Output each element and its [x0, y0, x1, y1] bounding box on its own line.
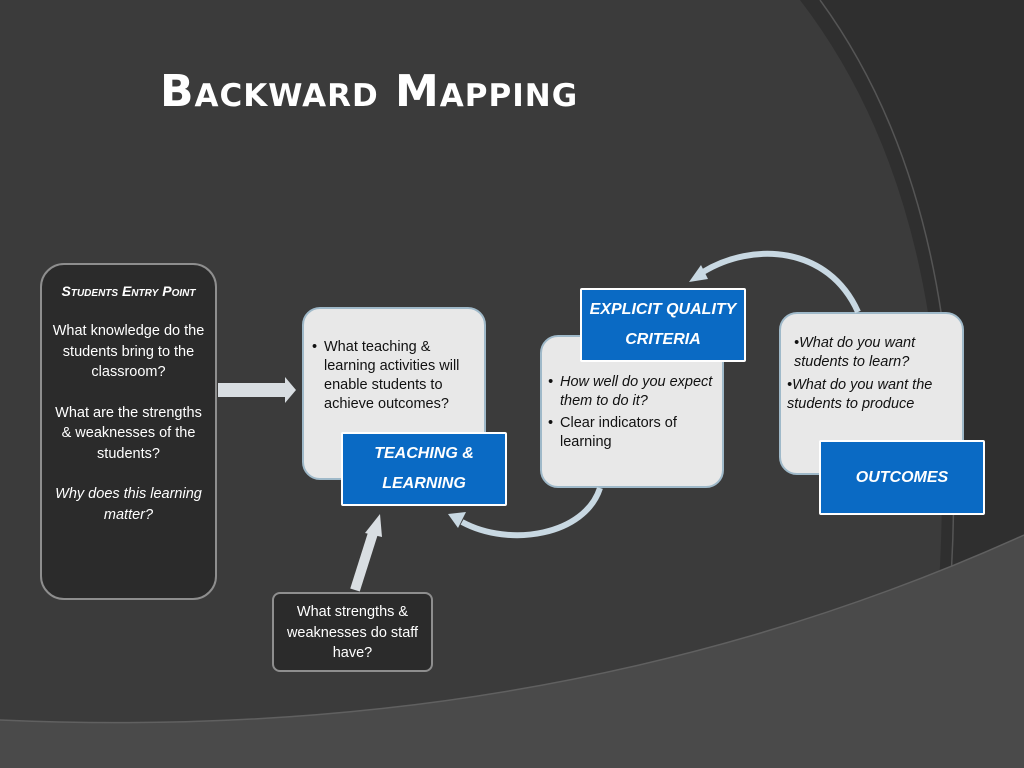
staff-question: What strengths & weaknesses do staff hav…	[286, 604, 419, 661]
outcomes-label: OUTCOMES	[819, 440, 985, 515]
quality-label-text: EXPLICIT QUALITY CRITERIA	[589, 301, 737, 348]
teaching-bullets: What teaching & learning activities will…	[312, 338, 474, 414]
quality-bullet-how-well: How well do you expect them to do it?	[548, 373, 714, 411]
staff-strengths-box: What strengths & weaknesses do staff hav…	[272, 592, 433, 672]
explicit-quality-criteria-label: EXPLICIT QUALITY CRITERIA	[580, 288, 746, 362]
entry-question-why: Why does this learning matter?	[55, 486, 202, 523]
entry-question-knowledge: What knowledge do the students bring to …	[52, 323, 205, 380]
teaching-learning-label: TEACHING & LEARNING	[341, 432, 507, 506]
outcomes-line-learn: •What do you want students to learn?	[794, 335, 916, 370]
quality-bullet-indicators: Clear indicators of learning	[548, 414, 714, 452]
teaching-bullet: What teaching & learning activities will…	[312, 338, 474, 414]
outcomes-line-produce: •What do you want the students to produc…	[787, 377, 933, 412]
students-entry-point-box: Students Entry Point What knowledge do t…	[40, 263, 217, 600]
outcomes-label-text: OUTCOMES	[855, 468, 949, 486]
slide-title: Backward Mapping	[160, 66, 579, 117]
entry-heading: Students Entry Point	[61, 283, 196, 299]
quality-bullets: How well do you expect them to do it? Cl…	[548, 373, 714, 452]
entry-question-strengths: What are the strengths & weaknesses of t…	[55, 404, 202, 462]
teaching-label-text: TEACHING & LEARNING	[374, 445, 474, 492]
